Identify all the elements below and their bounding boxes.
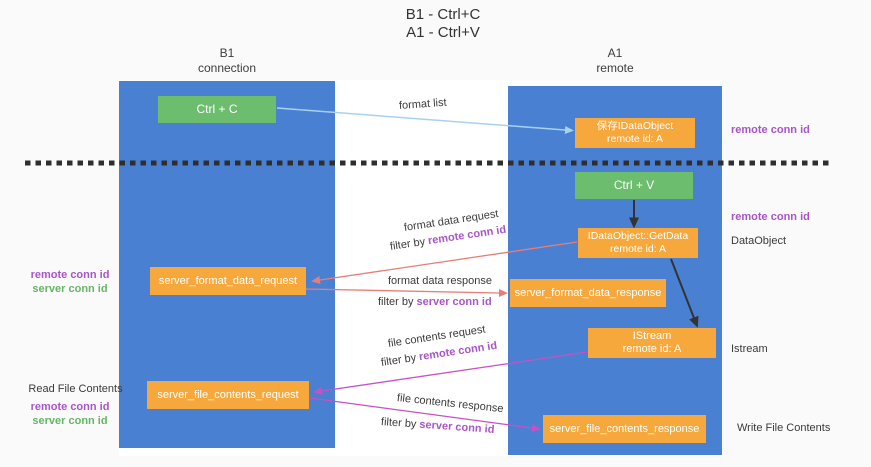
- header-a1-role: remote: [596, 61, 634, 75]
- read-file-contents-label: Read File Contents: [28, 383, 123, 395]
- save-idataobject-box: 保存IDataObject remote id: A: [575, 118, 695, 148]
- right-dataobject-label: DataObject: [731, 235, 787, 247]
- header-a1-name: A1: [607, 46, 623, 60]
- server-file-contents-response-label: server_file_contents_response: [549, 422, 700, 435]
- diagram-title: B1 - Ctrl+C A1 - Ctrl+V: [348, 6, 538, 42]
- server-format-data-request-box: server_format_data_request: [150, 267, 306, 295]
- istream-title: IStream: [632, 330, 672, 342]
- left-conn-id-bottom-group: remote conn id server conn id: [20, 400, 120, 428]
- save-idataobject-title: 保存IDataObject: [596, 120, 674, 132]
- right-remote-conn-id-top-label: remote conn id: [731, 124, 810, 136]
- server-format-data-response-label: server_format_data_response: [514, 286, 662, 299]
- server-file-contents-request-label: server_file_contents_request: [157, 388, 299, 401]
- istream-box: IStream remote id: A: [588, 328, 716, 358]
- server-file-contents-request-box: server_file_contents_request: [147, 381, 309, 409]
- left-conn-id-mid-group: remote conn id server conn id: [20, 268, 120, 296]
- format-data-response-label: format data response: [388, 275, 492, 287]
- left-server-conn-id-mid-label: server conn id: [32, 283, 108, 295]
- header-b1-name: B1: [219, 46, 235, 60]
- title-line-1: B1 - Ctrl+C: [405, 6, 481, 23]
- left-remote-conn-id-mid-label: remote conn id: [30, 269, 110, 281]
- left-remote-conn-id-bottom-label: remote conn id: [30, 401, 110, 413]
- right-write-file-contents-label: Write File Contents: [737, 422, 831, 434]
- getdata-title: IDataObject::GetData: [587, 230, 689, 242]
- server-file-contents-response-box: server_file_contents_response: [543, 415, 706, 443]
- right-remote-conn-id-mid-label: remote conn id: [731, 211, 810, 223]
- server-format-data-response-box: server_format_data_response: [510, 279, 666, 307]
- istream-subtitle: remote id: A: [622, 343, 682, 355]
- filter-by-text-4: filter by: [380, 416, 417, 431]
- header-a1: A1 remote: [508, 46, 722, 76]
- getdata-subtitle: remote id: A: [609, 243, 667, 255]
- server-conn-id-text-2: server conn id: [416, 296, 492, 308]
- ctrl-c-label: Ctrl + C: [196, 102, 238, 116]
- getdata-box: IDataObject::GetData remote id: A: [578, 228, 698, 258]
- title-line-2: A1 - Ctrl+V: [406, 24, 480, 41]
- right-istream-label: Istream: [731, 343, 768, 355]
- ctrl-c-box: Ctrl + C: [158, 96, 276, 123]
- filter-by-text-2: filter by: [378, 296, 414, 308]
- save-idataobject-subtitle: remote id: A: [606, 133, 664, 145]
- left-server-conn-id-bottom-label: server conn id: [32, 415, 108, 427]
- ctrl-v-label: Ctrl + V: [613, 178, 655, 192]
- header-b1: B1 connection: [119, 46, 335, 76]
- header-b1-role: connection: [197, 61, 257, 75]
- ctrl-v-box: Ctrl + V: [575, 172, 693, 199]
- server-format-data-request-label: server_format_data_request: [158, 274, 298, 287]
